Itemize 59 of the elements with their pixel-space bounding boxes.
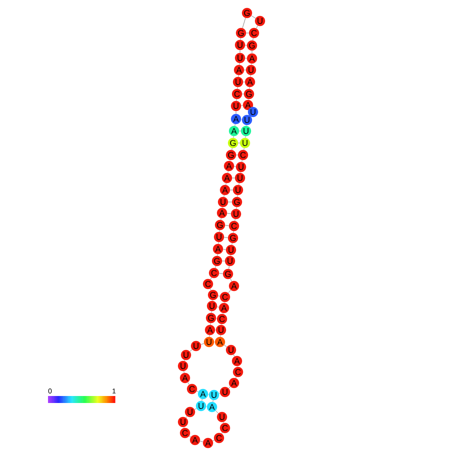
backbone-line <box>233 231 234 233</box>
backbone-line <box>256 25 258 28</box>
backbone-line <box>249 87 250 89</box>
backbone-line <box>194 408 197 410</box>
backbone-line <box>209 335 210 337</box>
backbone-line <box>212 400 214 402</box>
backbone-line <box>220 335 221 337</box>
backbone-line <box>186 416 188 418</box>
backbone-line <box>224 344 227 348</box>
backbone-line <box>220 218 222 220</box>
backbone-line <box>238 142 240 144</box>
backbone-line <box>225 225 229 226</box>
backbone-line <box>200 440 204 442</box>
backbone-line <box>190 349 192 352</box>
backbone-line <box>227 213 231 214</box>
backbone-line <box>234 124 236 126</box>
backbone-line <box>210 277 212 280</box>
backbone-line <box>242 18 246 28</box>
backbone-line <box>236 207 237 209</box>
backbone-line <box>250 107 252 110</box>
backbone-line <box>234 218 236 222</box>
backbone-line <box>228 266 230 269</box>
backbone-line <box>218 242 219 244</box>
backbone-line <box>219 230 220 232</box>
backbone-line <box>189 436 191 438</box>
backbone-line <box>239 63 240 65</box>
backbone-line <box>241 105 243 106</box>
backbone-line <box>233 354 235 357</box>
backbone-line <box>188 382 190 385</box>
backbone-line <box>228 290 231 294</box>
backbone-line <box>238 75 239 77</box>
backbone-line <box>246 32 249 34</box>
backbone-line <box>251 16 256 18</box>
backbone-line <box>237 87 238 89</box>
backbone-line <box>219 273 223 274</box>
backbone-line <box>223 249 226 250</box>
backbone-line <box>237 195 238 197</box>
backbone-line <box>222 260 225 262</box>
backbone-line <box>233 136 234 138</box>
backbone-line <box>200 343 204 345</box>
backbone-line <box>245 136 246 138</box>
backbone-line <box>252 38 254 40</box>
backbone-line <box>230 278 232 282</box>
backbone-line <box>212 440 214 442</box>
backbone-line <box>240 38 241 40</box>
backbone-line <box>211 311 212 313</box>
backbone-line <box>224 237 228 238</box>
backbone-line <box>216 306 220 308</box>
backbone-line <box>234 166 236 167</box>
backbone-line <box>239 130 241 132</box>
backbone-line <box>215 266 216 268</box>
backbone-line <box>196 390 198 392</box>
backbone-line <box>210 288 212 290</box>
backbone-line <box>217 254 218 256</box>
backbone-line <box>210 323 211 325</box>
backbone-line <box>250 75 251 77</box>
backbone-line <box>236 154 238 156</box>
backbone-line <box>236 99 237 101</box>
backbone-line <box>238 182 240 186</box>
